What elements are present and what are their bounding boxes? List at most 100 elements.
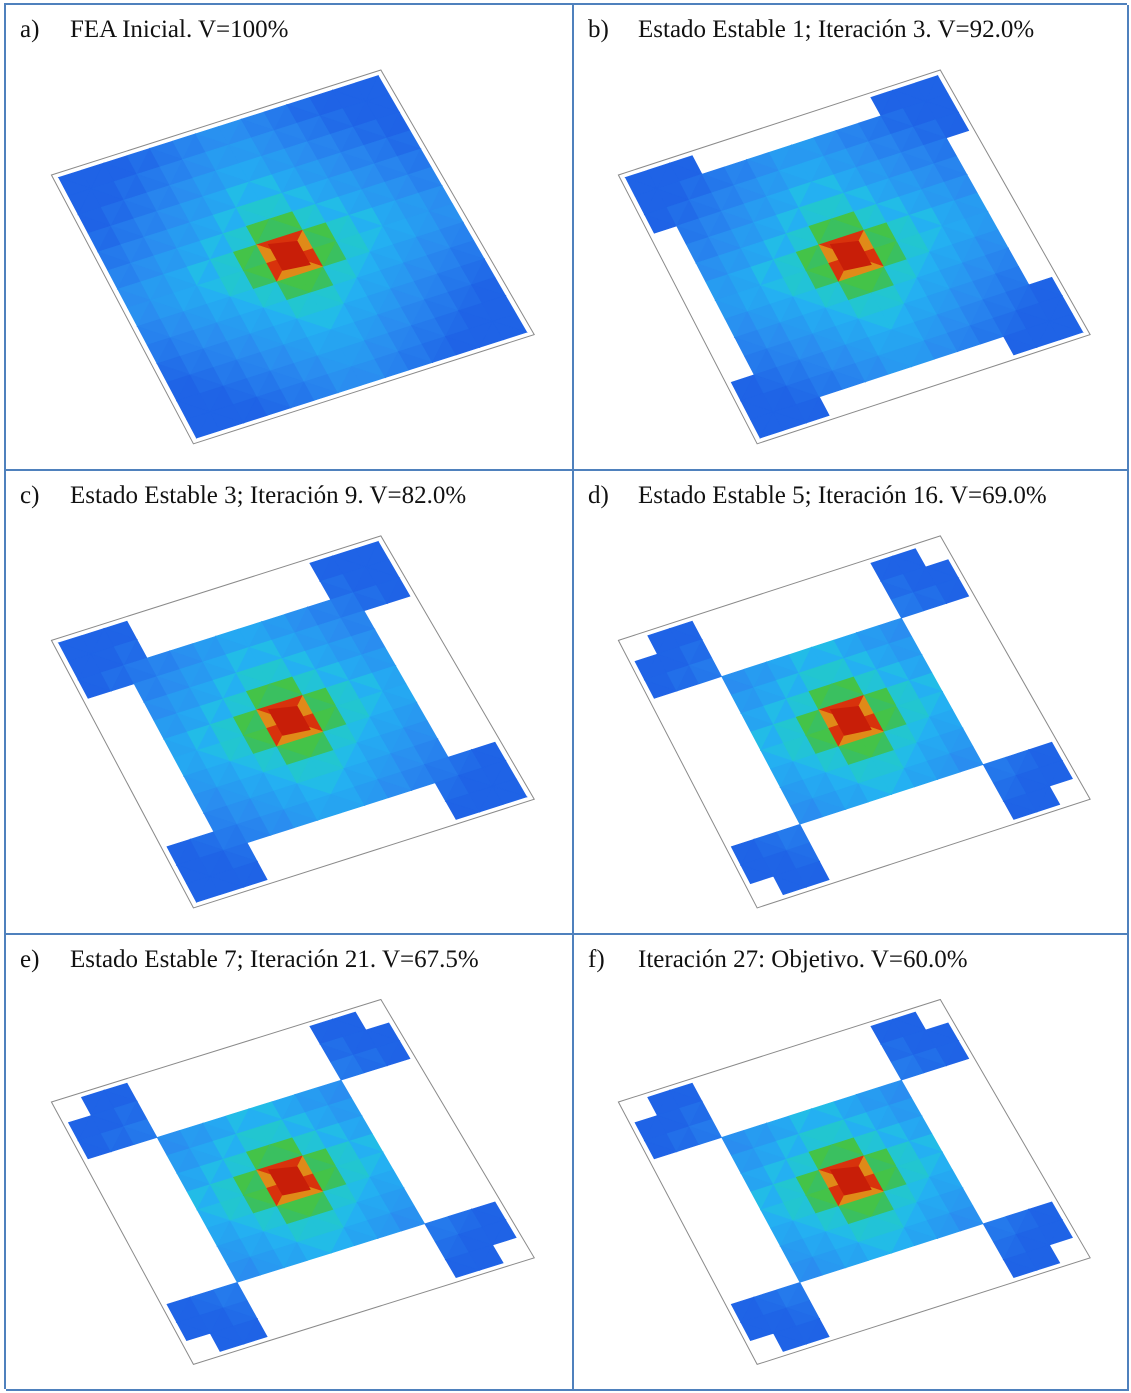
mesh-element <box>352 1054 389 1074</box>
mesh-element <box>243 1317 268 1345</box>
mesh-element <box>688 664 723 685</box>
peak-stress-marker <box>267 1166 311 1196</box>
mesh-element <box>740 864 775 885</box>
fea-plate-image <box>617 998 1091 1366</box>
peak-stress-marker <box>267 240 311 271</box>
mesh-element <box>740 1321 775 1342</box>
mesh-element <box>923 340 959 360</box>
panel-caption: c) Estado Estable 3; Iteración 9. V=82.0% <box>20 481 466 511</box>
mesh-element <box>772 411 808 431</box>
mesh-element <box>77 679 113 699</box>
mesh-element <box>397 351 434 371</box>
mesh-element <box>77 1140 113 1160</box>
mesh-element <box>343 1227 379 1247</box>
mesh-element <box>492 320 528 341</box>
mesh-element <box>877 355 913 375</box>
panel-title: Estado Estable 1; Iteración 3. V=92.0% <box>638 16 1035 43</box>
mesh-element <box>243 860 268 888</box>
panel-caption: d)Estado Estable 5; Iteración 16. V=69.0… <box>588 481 1047 511</box>
mesh-element <box>377 778 413 799</box>
peak-stress-marker <box>829 1166 872 1196</box>
fea-plate-image <box>50 535 535 909</box>
mesh-element <box>283 808 319 829</box>
mesh-element <box>912 1054 948 1074</box>
panel-letter: b) <box>588 16 609 43</box>
panel-f: f) Iteración 27: Objetivo. V=60.0% <box>574 935 1129 1391</box>
mesh-element <box>832 370 867 390</box>
mesh-element <box>949 1212 985 1232</box>
panel-a: a)FEA Inicial. V=100% <box>6 5 574 471</box>
mesh-element <box>643 214 678 234</box>
mesh-element <box>123 1125 159 1145</box>
mesh-element <box>444 336 481 356</box>
mesh-element <box>350 366 387 386</box>
stress-mesh <box>624 74 1084 439</box>
panel-letter: d) <box>588 482 609 509</box>
mesh-element <box>236 823 272 844</box>
fea-plate-image <box>617 69 1091 445</box>
mesh-element <box>176 1321 212 1342</box>
mesh-element <box>352 591 389 612</box>
panel-title: Estado Estable 3; Iteración 9. V=82.0% <box>70 482 467 509</box>
mesh-element <box>492 785 528 805</box>
stress-mesh <box>634 548 1073 896</box>
panel-title: Iteración 27: Objetivo. V=60.0% <box>638 946 968 973</box>
mesh-element <box>688 1125 723 1145</box>
panel-d: d)Estado Estable 5; Iteración 16. V=69.0… <box>574 471 1129 935</box>
mesh-element <box>1048 320 1084 341</box>
mesh-element <box>1036 1244 1061 1271</box>
stress-mesh <box>634 1011 1073 1352</box>
mesh-element <box>805 396 830 424</box>
mesh-element <box>296 1241 332 1261</box>
mesh-element <box>805 1317 830 1345</box>
mesh-element <box>390 1212 426 1232</box>
panel-title: FEA Inicial. V=100% <box>70 16 289 43</box>
fea-plate-image <box>617 535 1091 909</box>
stress-mesh <box>67 1011 517 1352</box>
fea-plate-image <box>50 998 535 1366</box>
panel-title: Estado Estable 7; Iteración 21. V=67.5% <box>70 946 479 973</box>
panel-caption: e) Estado Estable 7; Iteración 21. V=67.5… <box>20 945 479 975</box>
mesh-element <box>444 800 481 820</box>
stress-mesh <box>57 540 528 903</box>
peak-stress-marker <box>829 705 872 736</box>
mesh-element <box>386 1040 411 1067</box>
panel-c: c) Estado Estable 3; Iteración 9. V=82.0% <box>6 471 574 935</box>
panel-letter: f) <box>588 946 605 973</box>
panel-caption: a)FEA Inicial. V=100% <box>20 15 288 45</box>
panel-b: b) Estado Estable 1; Iteración 3. V=92.0% <box>574 5 1129 471</box>
mesh-element <box>386 577 411 604</box>
mesh-element <box>479 1244 504 1271</box>
panel-e: e) Estado Estable 7; Iteración 21. V=67.5… <box>6 935 574 1391</box>
mesh-element <box>969 325 1005 345</box>
mesh-element <box>772 1332 808 1352</box>
panel-letter: e) <box>20 946 40 973</box>
mesh-element <box>805 860 830 888</box>
mesh-element <box>1002 336 1038 356</box>
mesh-element <box>858 1241 893 1261</box>
mesh-element <box>303 381 340 401</box>
mesh-element <box>903 768 939 788</box>
mesh-element <box>1048 1219 1073 1246</box>
panel-letter: c) <box>20 482 40 509</box>
fea-plate-image <box>50 69 535 445</box>
mesh-element <box>643 1140 678 1160</box>
mesh-element <box>772 875 808 896</box>
peak-stress-marker <box>829 240 872 271</box>
mesh-element <box>812 1256 847 1276</box>
mesh-element <box>1002 1259 1038 1279</box>
panel-caption: b) Estado Estable 1; Iteración 3. V=92.0% <box>588 15 1034 45</box>
mesh-element <box>1036 785 1061 813</box>
mesh-element <box>945 577 970 604</box>
panel-caption: f) Iteración 27: Objetivo. V=60.0% <box>588 945 968 975</box>
mesh-element <box>209 875 245 896</box>
mesh-element <box>1048 759 1073 787</box>
mesh-element <box>949 753 985 773</box>
peak-stress-marker <box>267 705 311 736</box>
mesh-element <box>858 782 893 803</box>
mesh-element <box>492 1219 517 1246</box>
mesh-element <box>249 1256 286 1276</box>
mesh-element <box>912 591 948 612</box>
mesh-element <box>903 1227 939 1247</box>
stress-mesh <box>57 74 528 439</box>
